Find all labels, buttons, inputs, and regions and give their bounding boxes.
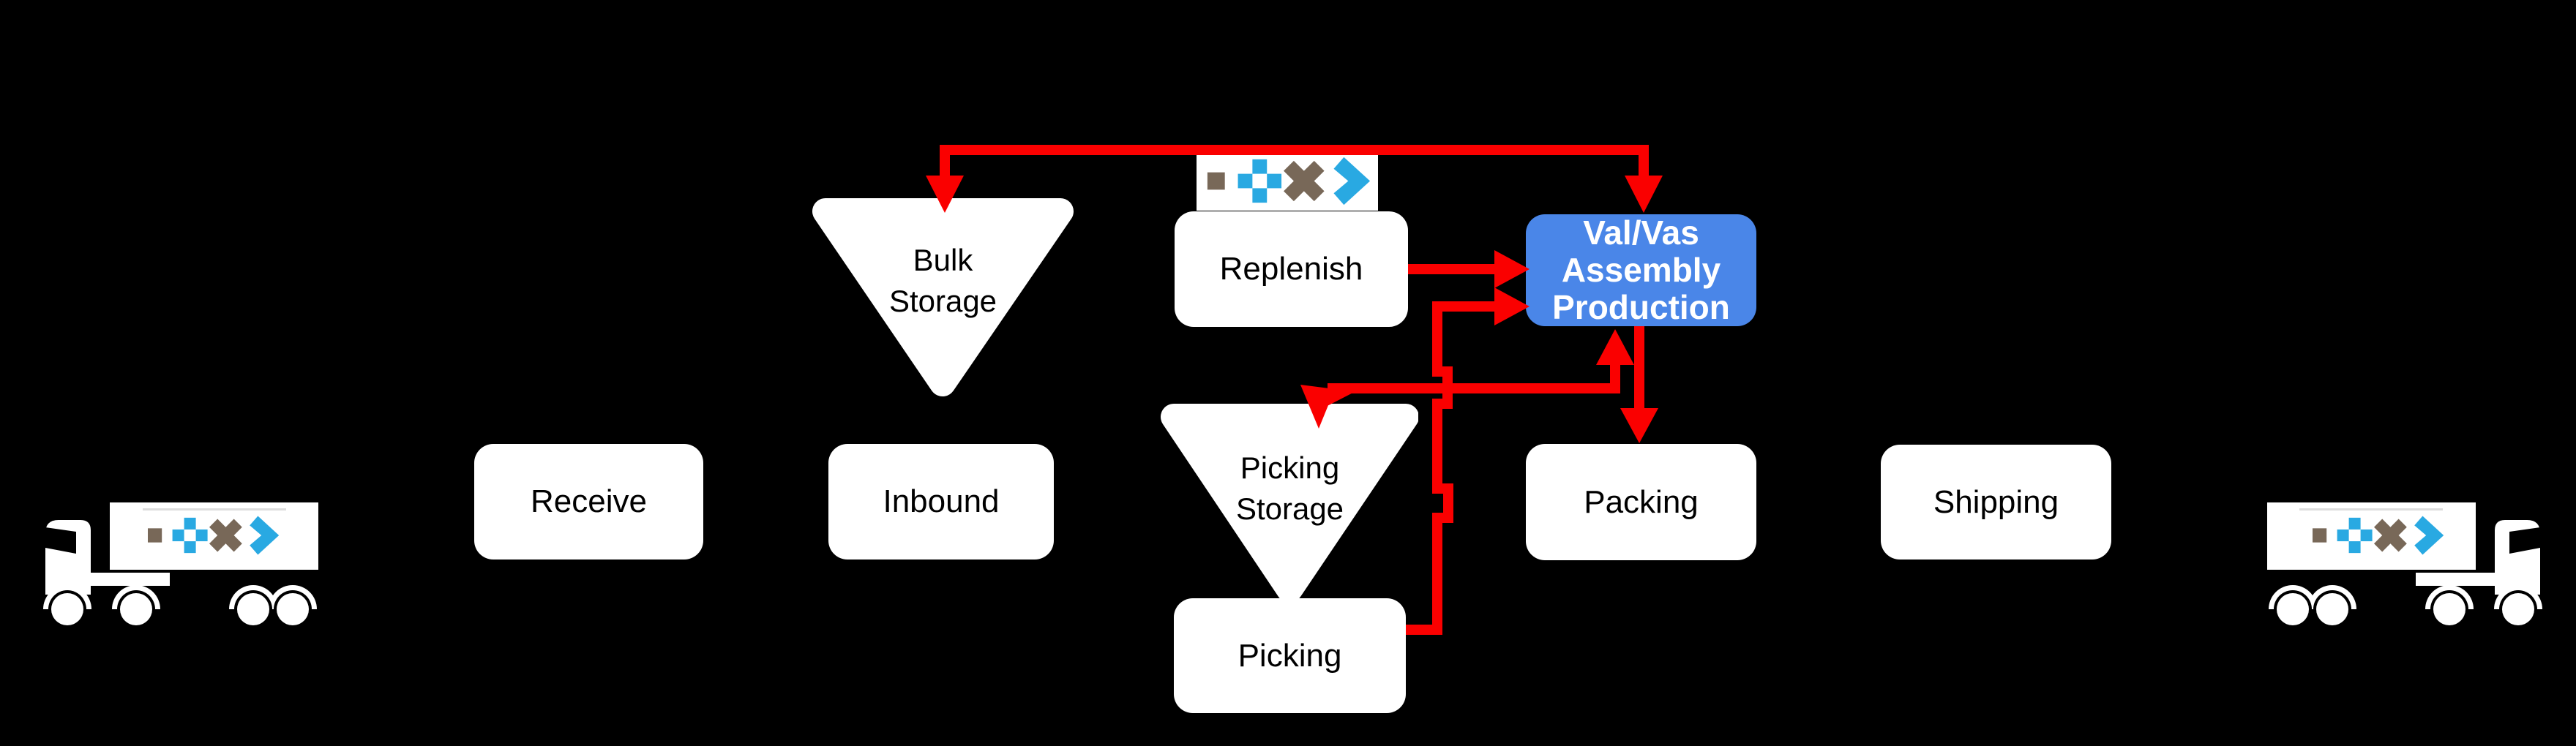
edge-valvas-picking-storage-exchange	[1328, 365, 1620, 393]
brand-logo-plate	[1197, 151, 1378, 211]
node-bulk-storage-shape	[812, 198, 1074, 396]
arrowhead-picking-into-valvas	[1494, 287, 1530, 325]
arrowhead-into-valvas-top	[1625, 176, 1663, 213]
arrowhead-into-bulk-storage	[926, 176, 964, 213]
arrowhead-into-valvas-bottom	[1596, 329, 1634, 365]
node-picking-storage-shape	[1161, 404, 1418, 603]
node-bulk-storage-label: Bulk Storage	[888, 243, 997, 318]
node-receive-label: Receive	[531, 483, 647, 519]
node-inbound-label: Inbound	[883, 483, 1000, 519]
node-replenish-label: Replenish	[1219, 251, 1363, 287]
node-picking-label: Picking	[1238, 637, 1342, 674]
node-picking: Picking	[1174, 598, 1406, 713]
arrowhead-into-picking-storage	[1300, 385, 1335, 429]
node-valvas-label-line1: Val/Vas	[1583, 214, 1699, 252]
edge-picking-to-valvas	[1406, 301, 1496, 635]
node-inbound: Inbound	[828, 444, 1054, 560]
node-shipping: Shipping	[1881, 445, 2111, 560]
node-packing-label: Packing	[1584, 483, 1699, 520]
node-valvas-assembly-production: Val/Vas Assembly Production	[1526, 214, 1756, 326]
arrowhead-replenish-into-valvas	[1494, 250, 1530, 288]
node-packing: Packing	[1526, 444, 1756, 560]
arrowhead-into-packing	[1620, 408, 1658, 443]
node-receive: Receive	[474, 444, 703, 560]
edge-top-distribution	[940, 145, 1649, 183]
node-valvas-label-line2: Assembly	[1561, 251, 1721, 289]
node-replenish: Replenish	[1175, 211, 1408, 327]
node-shipping-label: Shipping	[1933, 483, 2059, 520]
node-picking-storage-label: Picking Storage	[1235, 451, 1344, 526]
node-valvas-label-line3: Production	[1552, 288, 1730, 326]
